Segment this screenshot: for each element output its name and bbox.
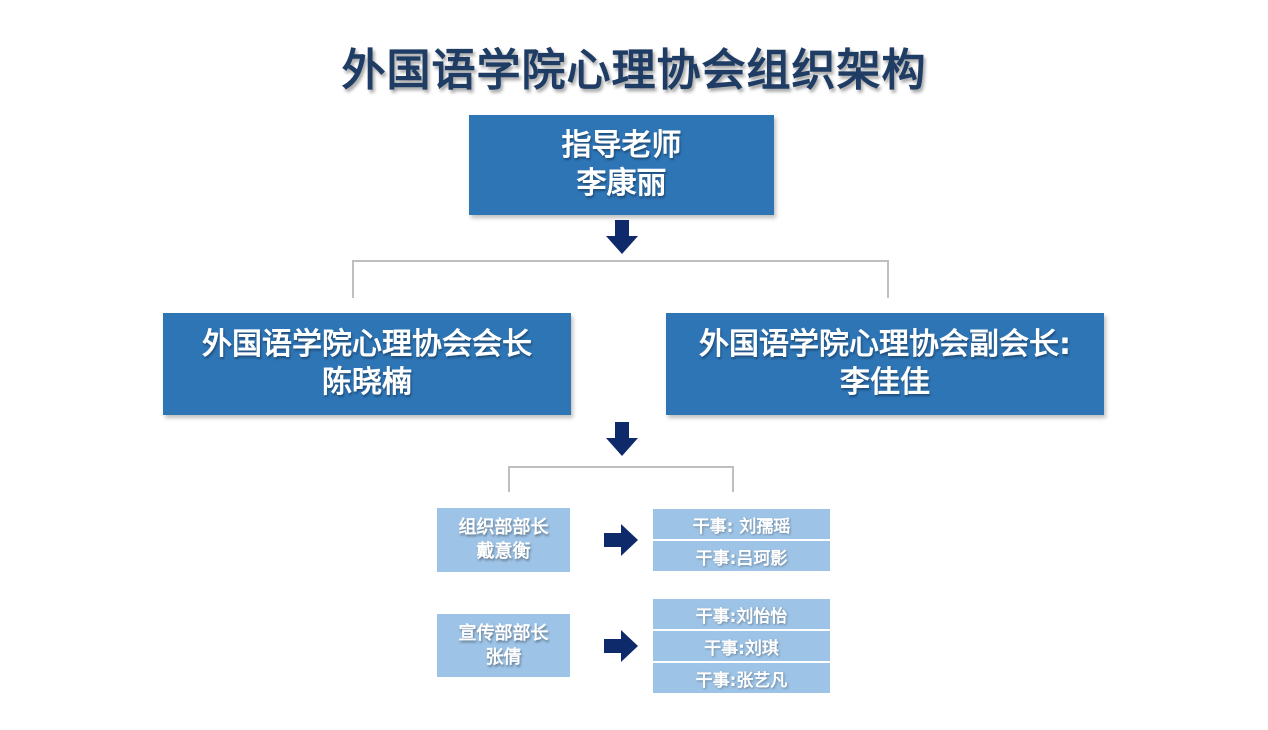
member-box: 干事:刘琪 bbox=[653, 631, 830, 661]
member-box: 干事:刘怡怡 bbox=[653, 599, 830, 629]
connector-line bbox=[508, 466, 734, 468]
connector-line bbox=[732, 466, 734, 492]
connector-line bbox=[352, 260, 354, 298]
department-head-name: 戴意衡 bbox=[476, 541, 531, 562]
connector-line bbox=[887, 260, 889, 298]
down-arrow-icon bbox=[606, 422, 638, 456]
member-box: 干事:张艺凡 bbox=[653, 663, 830, 693]
department-head-box: 组织部部长 戴意衡 bbox=[437, 508, 570, 572]
department-head-name: 张倩 bbox=[485, 646, 522, 668]
member-box: 干事: 刘孺瑶 bbox=[653, 509, 830, 539]
vice-president-box: 外国语学院心理协会副会长: 李佳佳 bbox=[666, 313, 1104, 415]
president-name: 陈晓楠 bbox=[322, 365, 412, 400]
president-box: 外国语学院心理协会会长 陈晓楠 bbox=[163, 313, 571, 415]
member-box: 干事:吕珂影 bbox=[653, 541, 830, 571]
down-arrow-icon bbox=[606, 220, 638, 254]
vice-president-name: 李佳佳 bbox=[840, 365, 930, 400]
advisor-name: 李康丽 bbox=[576, 166, 667, 201]
advisor-role: 指导老师 bbox=[561, 128, 682, 163]
right-arrow-icon bbox=[604, 524, 638, 556]
right-arrow-icon bbox=[604, 630, 638, 662]
connector-line bbox=[508, 466, 510, 492]
advisor-box: 指导老师 李康丽 bbox=[469, 115, 774, 215]
department-head-box: 宣传部部长 张倩 bbox=[437, 614, 570, 677]
president-role: 外国语学院心理协会会长 bbox=[202, 327, 532, 362]
chart-title: 外国语学院心理协会组织架构 bbox=[341, 45, 927, 96]
department-head-role: 组织部部长 bbox=[458, 517, 549, 538]
connector-line bbox=[352, 260, 889, 262]
department-head-role: 宣传部部长 bbox=[458, 622, 549, 644]
vice-president-role: 外国语学院心理协会副会长: bbox=[699, 327, 1071, 362]
